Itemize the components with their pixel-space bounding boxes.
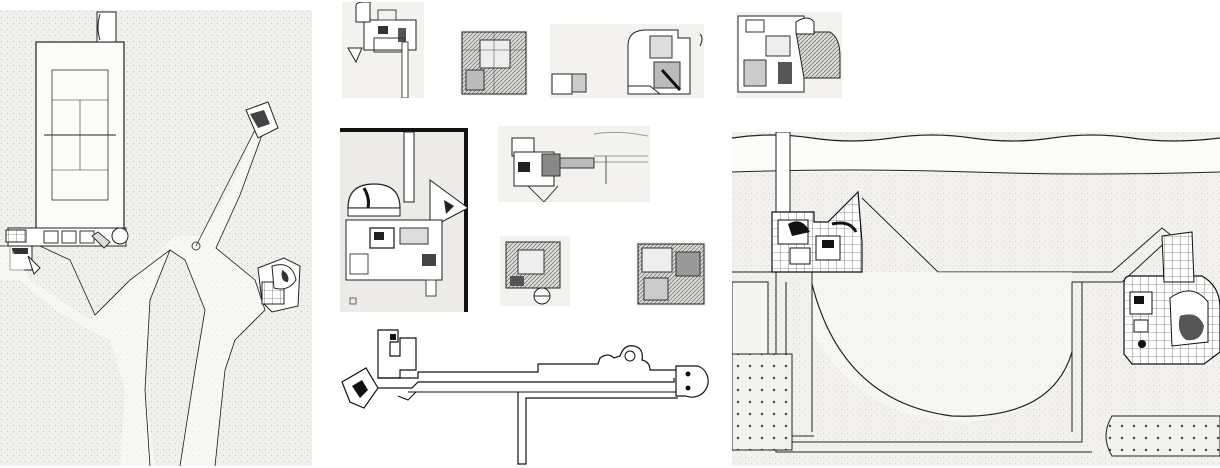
small-plan-6: [500, 236, 570, 306]
long-plan-bottom: [338, 326, 712, 466]
small-plan-5: [498, 126, 650, 202]
small-plan-1: [342, 2, 424, 98]
small-plan-3: [550, 24, 704, 98]
small-plan-2: [460, 30, 528, 96]
site-plan-right: [732, 132, 1220, 466]
small-plan-7: [636, 242, 706, 306]
large-plan-middle: [340, 128, 468, 312]
site-plan-left: [0, 10, 312, 466]
small-plan-4: [736, 12, 842, 98]
